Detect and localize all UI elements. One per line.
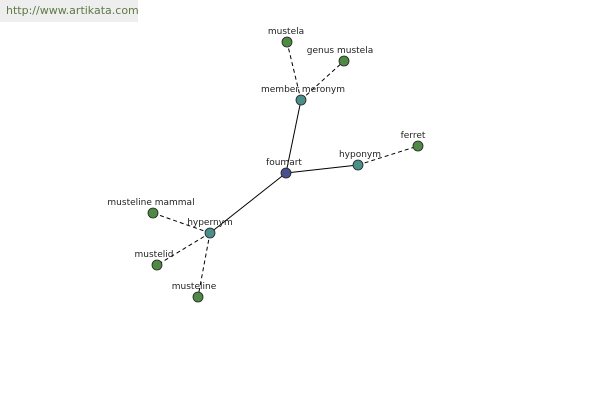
edge-hypernym (209, 172, 287, 234)
relation-node-hypernym[interactable] (204, 227, 216, 239)
edge-ferret (357, 145, 419, 166)
node-label-genus-mustela: genus mustela (307, 46, 373, 56)
leaf-node-musteline-mammal[interactable] (147, 207, 159, 219)
edge-mustela (286, 41, 302, 101)
edge-mustelid (156, 232, 211, 266)
edge-genus_mustela (300, 60, 345, 101)
leaf-node-ferret[interactable] (412, 140, 424, 152)
center-node[interactable] (280, 167, 292, 179)
leaf-node-genus-mustela[interactable] (338, 55, 350, 67)
edge-hyponym (285, 164, 359, 174)
labels-layer: foumart member meronym hyponym hypernym must… (107, 27, 425, 292)
node-label-hyponym: hyponym (339, 150, 381, 160)
relation-node-member-meronym[interactable] (295, 94, 307, 106)
node-label-mustelid: mustelid (135, 250, 174, 260)
node-label-center: foumart (266, 158, 302, 168)
edge-member_meronym (285, 99, 302, 174)
nodes-layer (147, 36, 424, 303)
node-label-mustela: mustela (268, 27, 304, 37)
watermark-url: http://www.artikata.com (0, 0, 139, 22)
node-label-hypernym: hypernym (187, 218, 233, 228)
node-label-musteline-mammal: musteline mammal (107, 198, 194, 208)
node-label-musteline: musteline (172, 282, 217, 292)
relation-node-hyponym[interactable] (352, 159, 364, 171)
edge-musteline_mammal (152, 212, 211, 234)
edges-layer (152, 41, 419, 298)
node-label-member-meronym: member meronym (261, 85, 345, 95)
leaf-node-musteline[interactable] (192, 291, 204, 303)
edge-musteline (197, 232, 211, 298)
leaf-node-mustela[interactable] (281, 36, 293, 48)
leaf-node-mustelid[interactable] (151, 259, 163, 271)
node-label-ferret: ferret (401, 131, 426, 141)
